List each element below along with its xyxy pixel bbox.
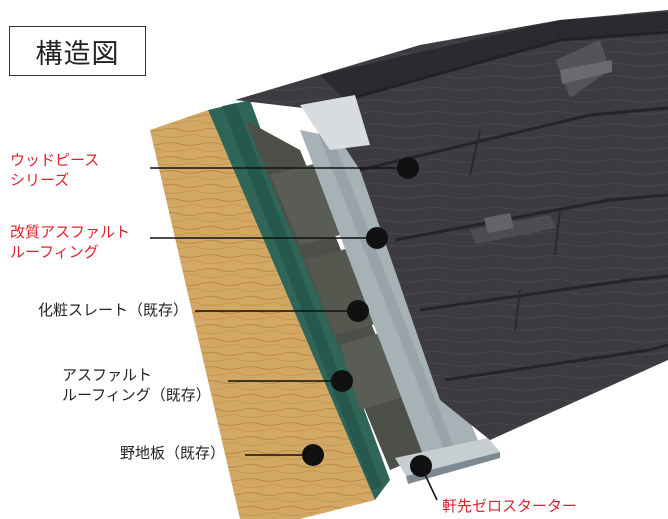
label-modified-asphalt: 改質アスファルト ルーフィング xyxy=(10,222,130,262)
label-wood-piece: ウッドピース シリーズ xyxy=(10,150,99,190)
leader-lines xyxy=(150,157,438,501)
title-box: 構造図 xyxy=(9,26,146,76)
label-line: 野地板（既存） xyxy=(120,444,226,462)
snow-stop-bracket-icon xyxy=(470,40,612,244)
label-line: アスファルト xyxy=(62,366,153,384)
page-title: 構造図 xyxy=(35,38,120,70)
leader-dot-wood-piece xyxy=(397,157,419,179)
leader-dot-modified-asphalt xyxy=(366,227,388,249)
label-line: ルーフィング（既存） xyxy=(62,386,211,404)
label-line: ウッドピース xyxy=(10,151,100,169)
label-decorative-slate: 化粧スレート（既存） xyxy=(38,300,188,320)
label-eave-starter: 軒先ゼロスターター xyxy=(442,496,577,516)
label-line: ルーフィング xyxy=(10,243,99,261)
label-line: 化粧スレート（既存） xyxy=(38,301,189,319)
leader-dot-eave-starter xyxy=(410,455,432,477)
label-sheathing-board: 野地板（既存） xyxy=(120,443,225,463)
plywood-layer xyxy=(150,110,375,519)
label-line: 軒先ゼロスターター xyxy=(442,497,578,515)
label-line: シリーズ xyxy=(10,171,70,189)
leader-dot-decorative-slate xyxy=(347,300,369,322)
leader-dot-asphalt-roofing xyxy=(331,370,353,392)
leader-dot-sheathing-board xyxy=(302,444,324,466)
label-line: 改質アスファルト xyxy=(10,223,131,241)
label-asphalt-roofing: アスファルト ルーフィング（既存） xyxy=(62,365,211,405)
